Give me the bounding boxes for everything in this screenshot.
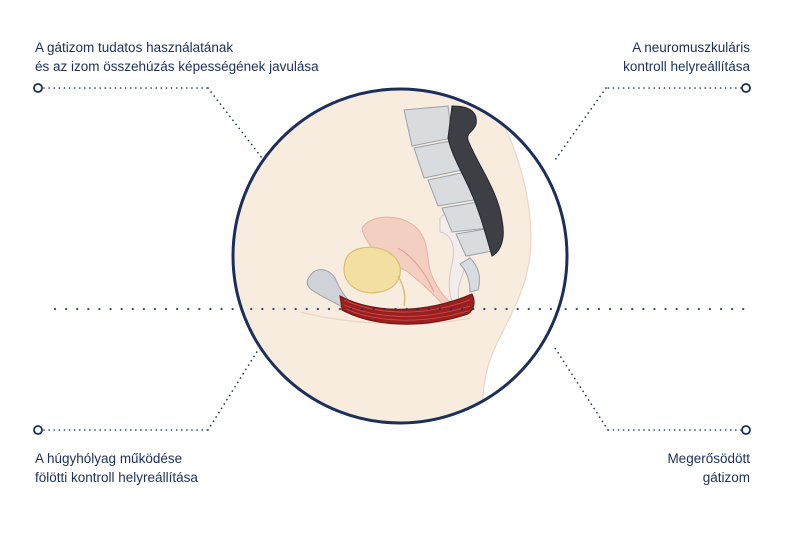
label-top-right-line1: A neuromuszkuláris	[632, 40, 750, 55]
anatomy-illustration	[233, 89, 567, 423]
leader-line-top-left	[43, 87, 263, 159]
label-bottom-right-line2: gátizom	[702, 470, 750, 485]
leader-dot-top-left	[33, 83, 43, 93]
label-top-right-line2: kontroll helyreállítása	[623, 59, 750, 74]
label-top-left: A gátizom tudatos használatának és az iz…	[35, 38, 319, 76]
label-top-right: A neuromuszkuláris kontroll helyreállítá…	[623, 38, 750, 76]
label-top-left-line1: A gátizom tudatos használatának	[35, 40, 234, 55]
spine-vertebrae	[403, 105, 499, 257]
leader-line-bottom-right	[554, 347, 742, 431]
spine-dark	[447, 105, 504, 257]
label-bottom-right: Megerősödött gátizom	[667, 449, 750, 487]
label-bottom-right-line1: Megerősödött	[667, 451, 750, 466]
leader-dot-top-right	[741, 83, 751, 93]
leader-dot-bottom-left	[33, 425, 43, 435]
label-bottom-left: A húgyhólyag működése fölötti kontroll h…	[35, 449, 198, 487]
label-bottom-left-line1: A húgyhólyag működése	[35, 451, 183, 466]
bladder-shape	[343, 246, 401, 294]
leader-line-bottom-left	[43, 349, 259, 431]
pelvic-floor-muscle	[339, 293, 475, 325]
label-bottom-left-line2: fölötti kontroll helyreállítása	[35, 470, 198, 485]
focus-circle	[231, 87, 569, 425]
leader-dot-bottom-right	[741, 425, 751, 435]
leader-line-top-right	[554, 87, 742, 161]
label-top-left-line2: és az izom összehúzás képességének javul…	[35, 59, 319, 74]
